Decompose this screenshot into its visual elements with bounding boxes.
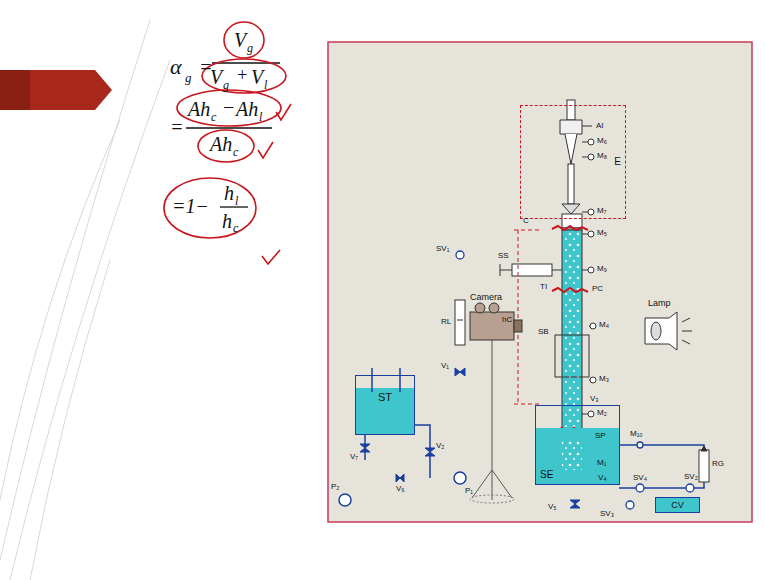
formula-subscript: g — [185, 71, 192, 84]
formula-symbol: h — [222, 211, 232, 231]
red-mark — [552, 226, 588, 432]
title-banner — [0, 70, 112, 110]
port-label: M₃ — [599, 375, 609, 383]
formula-symbol: = — [170, 117, 184, 137]
formula-symbol: V — [251, 67, 263, 87]
solenoid-valve — [456, 251, 694, 509]
sparger-label: SP — [595, 432, 606, 440]
sensor-label: TI — [540, 283, 547, 291]
sensor-label: PC — [592, 285, 603, 293]
camera-symbol — [470, 303, 522, 503]
tank-inlet — [371, 368, 373, 392]
box-label: SB — [538, 328, 549, 336]
valve-label: V₄ — [598, 474, 607, 482]
syringe-label: SS — [498, 252, 509, 260]
formula-symbol: V — [234, 30, 246, 50]
height-label: hC — [502, 316, 512, 324]
formula-symbol: Ah — [210, 134, 232, 154]
valve-label: SV₂ — [684, 473, 698, 481]
port-label: M₉ — [597, 265, 607, 273]
title-banner-shade — [0, 70, 30, 110]
formula-subscript: g — [223, 79, 229, 91]
region-box: E — [520, 105, 626, 219]
valve-label: V₇ — [350, 453, 358, 461]
formula-symbol: Ah — [236, 99, 258, 119]
sight-box — [555, 335, 589, 377]
formula-subscript: g — [247, 42, 253, 54]
collection-vessel: CV — [655, 497, 700, 513]
valve-label: SV₃ — [600, 510, 614, 518]
valve-label: SV₄ — [633, 474, 647, 482]
formula-subscript: c — [233, 222, 238, 234]
hand-annotation — [164, 22, 291, 264]
valve-label: V₆ — [396, 485, 405, 493]
valve-label: V₅ — [548, 503, 557, 511]
tank-inlet — [399, 368, 401, 392]
lamp-symbol — [645, 312, 692, 350]
port-label: M₇ — [597, 207, 606, 215]
syringe — [500, 264, 562, 276]
formula-subscript: c — [211, 111, 216, 123]
formula-symbol: α — [170, 56, 182, 78]
port-label: M₁₀ — [630, 430, 643, 438]
formula-symbol: + — [236, 66, 248, 84]
port-label: M₅ — [597, 229, 607, 237]
fraction-bar — [186, 63, 280, 207]
section-label: C — [523, 217, 529, 225]
node-label: E — [614, 157, 621, 167]
camera-label: Camera — [470, 293, 502, 302]
rotameter-float — [457, 320, 463, 321]
formula-subscript: l — [264, 79, 267, 91]
slide-decoration — [0, 20, 170, 580]
node-label: SE — [540, 470, 553, 480]
node-label: ST — [378, 392, 392, 403]
tank-water — [356, 388, 414, 434]
port-label: M₆ — [597, 137, 607, 145]
formula-symbol: V — [210, 67, 222, 87]
storage-tank: ST — [355, 375, 415, 435]
port-label: M₄ — [599, 321, 609, 329]
node-label: CV — [671, 501, 684, 510]
figure-panel — [328, 42, 752, 522]
valve-label: V₂ — [436, 442, 444, 450]
rotameter — [699, 446, 709, 482]
pump-label: P₁ — [465, 487, 473, 495]
formula-subscript: l — [235, 195, 238, 207]
port-label: M₁ — [597, 459, 606, 467]
formula-subscript: c — [233, 146, 238, 158]
formula-subscript: l — [259, 111, 262, 123]
separator-vessel: SE — [535, 405, 620, 485]
instrument-label: AI — [596, 122, 604, 130]
rotameter-label: RG — [712, 460, 724, 468]
lamp-label: Lamp — [648, 299, 671, 308]
pump-label: P₂ — [331, 483, 339, 491]
valve-symbol — [360, 368, 580, 508]
height-bracket — [514, 230, 540, 404]
vessel-water — [536, 428, 619, 484]
formula-symbol: Ah — [188, 99, 210, 119]
valve-label: SV₁ — [436, 245, 449, 253]
formula-symbol: =1− — [172, 196, 209, 216]
rotameter-label: RL — [441, 318, 451, 326]
formula-symbol: − — [222, 97, 236, 117]
port-label: M₈ — [597, 152, 607, 160]
top-assembly — [560, 100, 592, 228]
rotameter — [455, 300, 465, 345]
valve-label: V₃ — [590, 395, 599, 403]
formula-symbol: h — [224, 183, 234, 203]
valve-label: V₁ — [441, 362, 449, 370]
port-label: M₂ — [597, 409, 607, 417]
pump-symbol — [339, 472, 466, 506]
vessel-bubbles — [562, 440, 582, 470]
measuring-port — [582, 139, 596, 467]
